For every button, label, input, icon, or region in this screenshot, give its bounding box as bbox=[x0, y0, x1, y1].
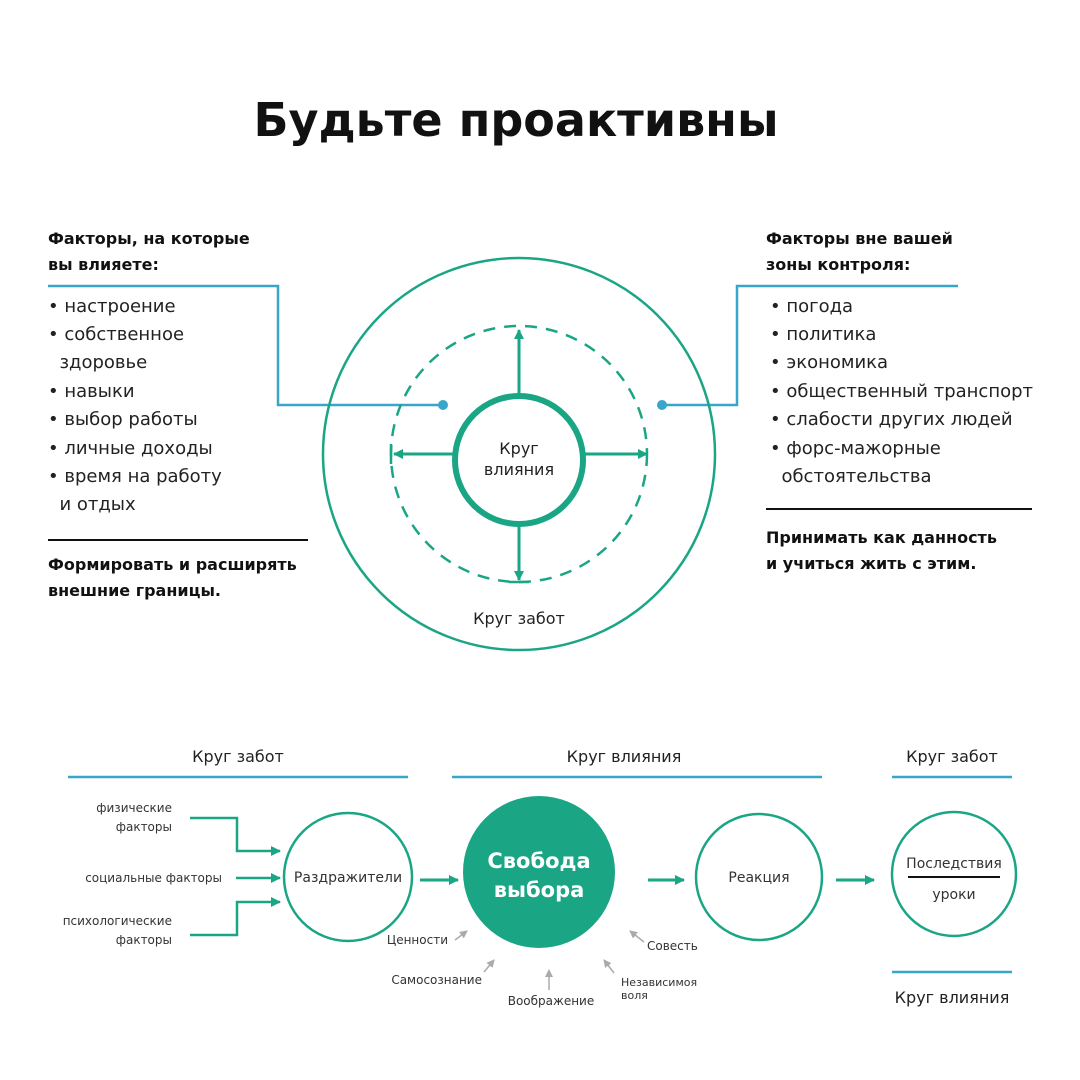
left-item: • навыки bbox=[48, 381, 135, 402]
factor-physical-line-2: факторы bbox=[116, 820, 172, 834]
lessons-label: уроки bbox=[932, 887, 975, 903]
influence-label-line-1: Круг bbox=[499, 439, 538, 458]
page-title: Будьте проактивны bbox=[253, 93, 778, 147]
left-item: и отдых bbox=[48, 494, 136, 515]
gift-self-awareness-arrow bbox=[483, 959, 495, 973]
circles-of-influence: Круг влияния Круг забот bbox=[321, 256, 717, 652]
right-conclusion-line-1: Принимать как данность bbox=[766, 528, 997, 547]
left-item: • собственное bbox=[48, 324, 184, 345]
gift-conscience-arrow bbox=[629, 930, 645, 943]
right-heading-line-1: Факторы вне вашей bbox=[766, 229, 953, 248]
circle-of-concern bbox=[321, 256, 717, 652]
right-item: • общественный транспорт bbox=[770, 381, 1033, 402]
right-connector-dot bbox=[657, 400, 667, 410]
left-item: • время на работу bbox=[48, 466, 222, 487]
left-connector-line bbox=[48, 284, 440, 407]
left-heading-line-1: Факторы, на которые bbox=[48, 229, 250, 248]
right-item: • погода bbox=[770, 296, 853, 317]
left-factors-panel: Факторы, на которые вы влияете: • настро… bbox=[48, 229, 448, 600]
left-connector-dot bbox=[438, 400, 448, 410]
gift-imagination: Воображение bbox=[508, 994, 595, 1008]
freedom-of-choice-circle bbox=[463, 796, 615, 948]
left-item: • личные доходы bbox=[48, 438, 213, 459]
freedom-label-line-1: Свобода bbox=[487, 849, 590, 873]
reaction-label: Реакция bbox=[728, 870, 789, 886]
gift-free-will-arrow bbox=[603, 959, 615, 974]
section-left-label: Круг забот bbox=[192, 747, 284, 766]
gift-values: Ценности bbox=[387, 933, 448, 947]
left-item: • настроение bbox=[48, 296, 176, 317]
section-right-bottom-label: Круг влияния bbox=[895, 988, 1010, 1007]
freedom-label-line-2: выбора bbox=[494, 878, 585, 902]
consequences-circle bbox=[890, 810, 1018, 938]
gift-free-will-line-1: Независимоя bbox=[621, 976, 697, 989]
right-item: • политика bbox=[770, 324, 876, 345]
influence-label-line-2: влияния bbox=[484, 460, 554, 479]
gift-self-awareness: Самосознание bbox=[391, 973, 482, 987]
section-middle-label: Круг влияния bbox=[567, 747, 682, 766]
gift-conscience: Совесть bbox=[647, 939, 698, 953]
factor-psychological-line-2: факторы bbox=[116, 933, 172, 947]
reaction-circle bbox=[694, 812, 824, 942]
gift-free-will-line-2: воля bbox=[621, 989, 648, 1002]
gift-values-arrow bbox=[454, 930, 468, 941]
right-factors-panel: Факторы вне вашей зоны контроля: • погод… bbox=[657, 229, 1033, 573]
concern-label: Круг забот bbox=[473, 609, 565, 628]
left-conclusion-line-2: внешние границы. bbox=[48, 581, 221, 600]
left-item: здоровье bbox=[48, 352, 147, 373]
factor-physical-line-1: физические bbox=[96, 801, 172, 815]
factor-physical-arrow bbox=[190, 816, 281, 856]
flow-diagram: Круг забот Круг влияния Круг забот физич… bbox=[63, 747, 1018, 1008]
left-item: • выбор работы bbox=[48, 409, 198, 430]
section-right-label: Круг забот bbox=[906, 747, 998, 766]
factor-social: социальные факторы bbox=[85, 871, 222, 885]
right-item: • форс-мажорные bbox=[770, 438, 941, 459]
right-item: обстоятельства bbox=[770, 466, 931, 487]
consequences-label: Последствия bbox=[906, 856, 1002, 872]
right-heading-line-2: зоны контроля: bbox=[766, 255, 910, 274]
right-item: • экономика bbox=[770, 352, 888, 373]
factor-psychological-line-1: психологические bbox=[63, 914, 172, 928]
factor-psychological-arrow bbox=[190, 897, 281, 937]
stimuli-circle bbox=[282, 811, 414, 943]
right-connector-line bbox=[666, 284, 958, 407]
stimuli-label: Раздражители bbox=[294, 870, 402, 886]
right-conclusion-line-2: и учиться жить с этим. bbox=[766, 554, 976, 573]
left-heading-line-2: вы влияете: bbox=[48, 255, 159, 274]
left-conclusion-line-1: Формировать и расширять bbox=[48, 555, 297, 574]
right-item: • слабости других людей bbox=[770, 409, 1013, 430]
